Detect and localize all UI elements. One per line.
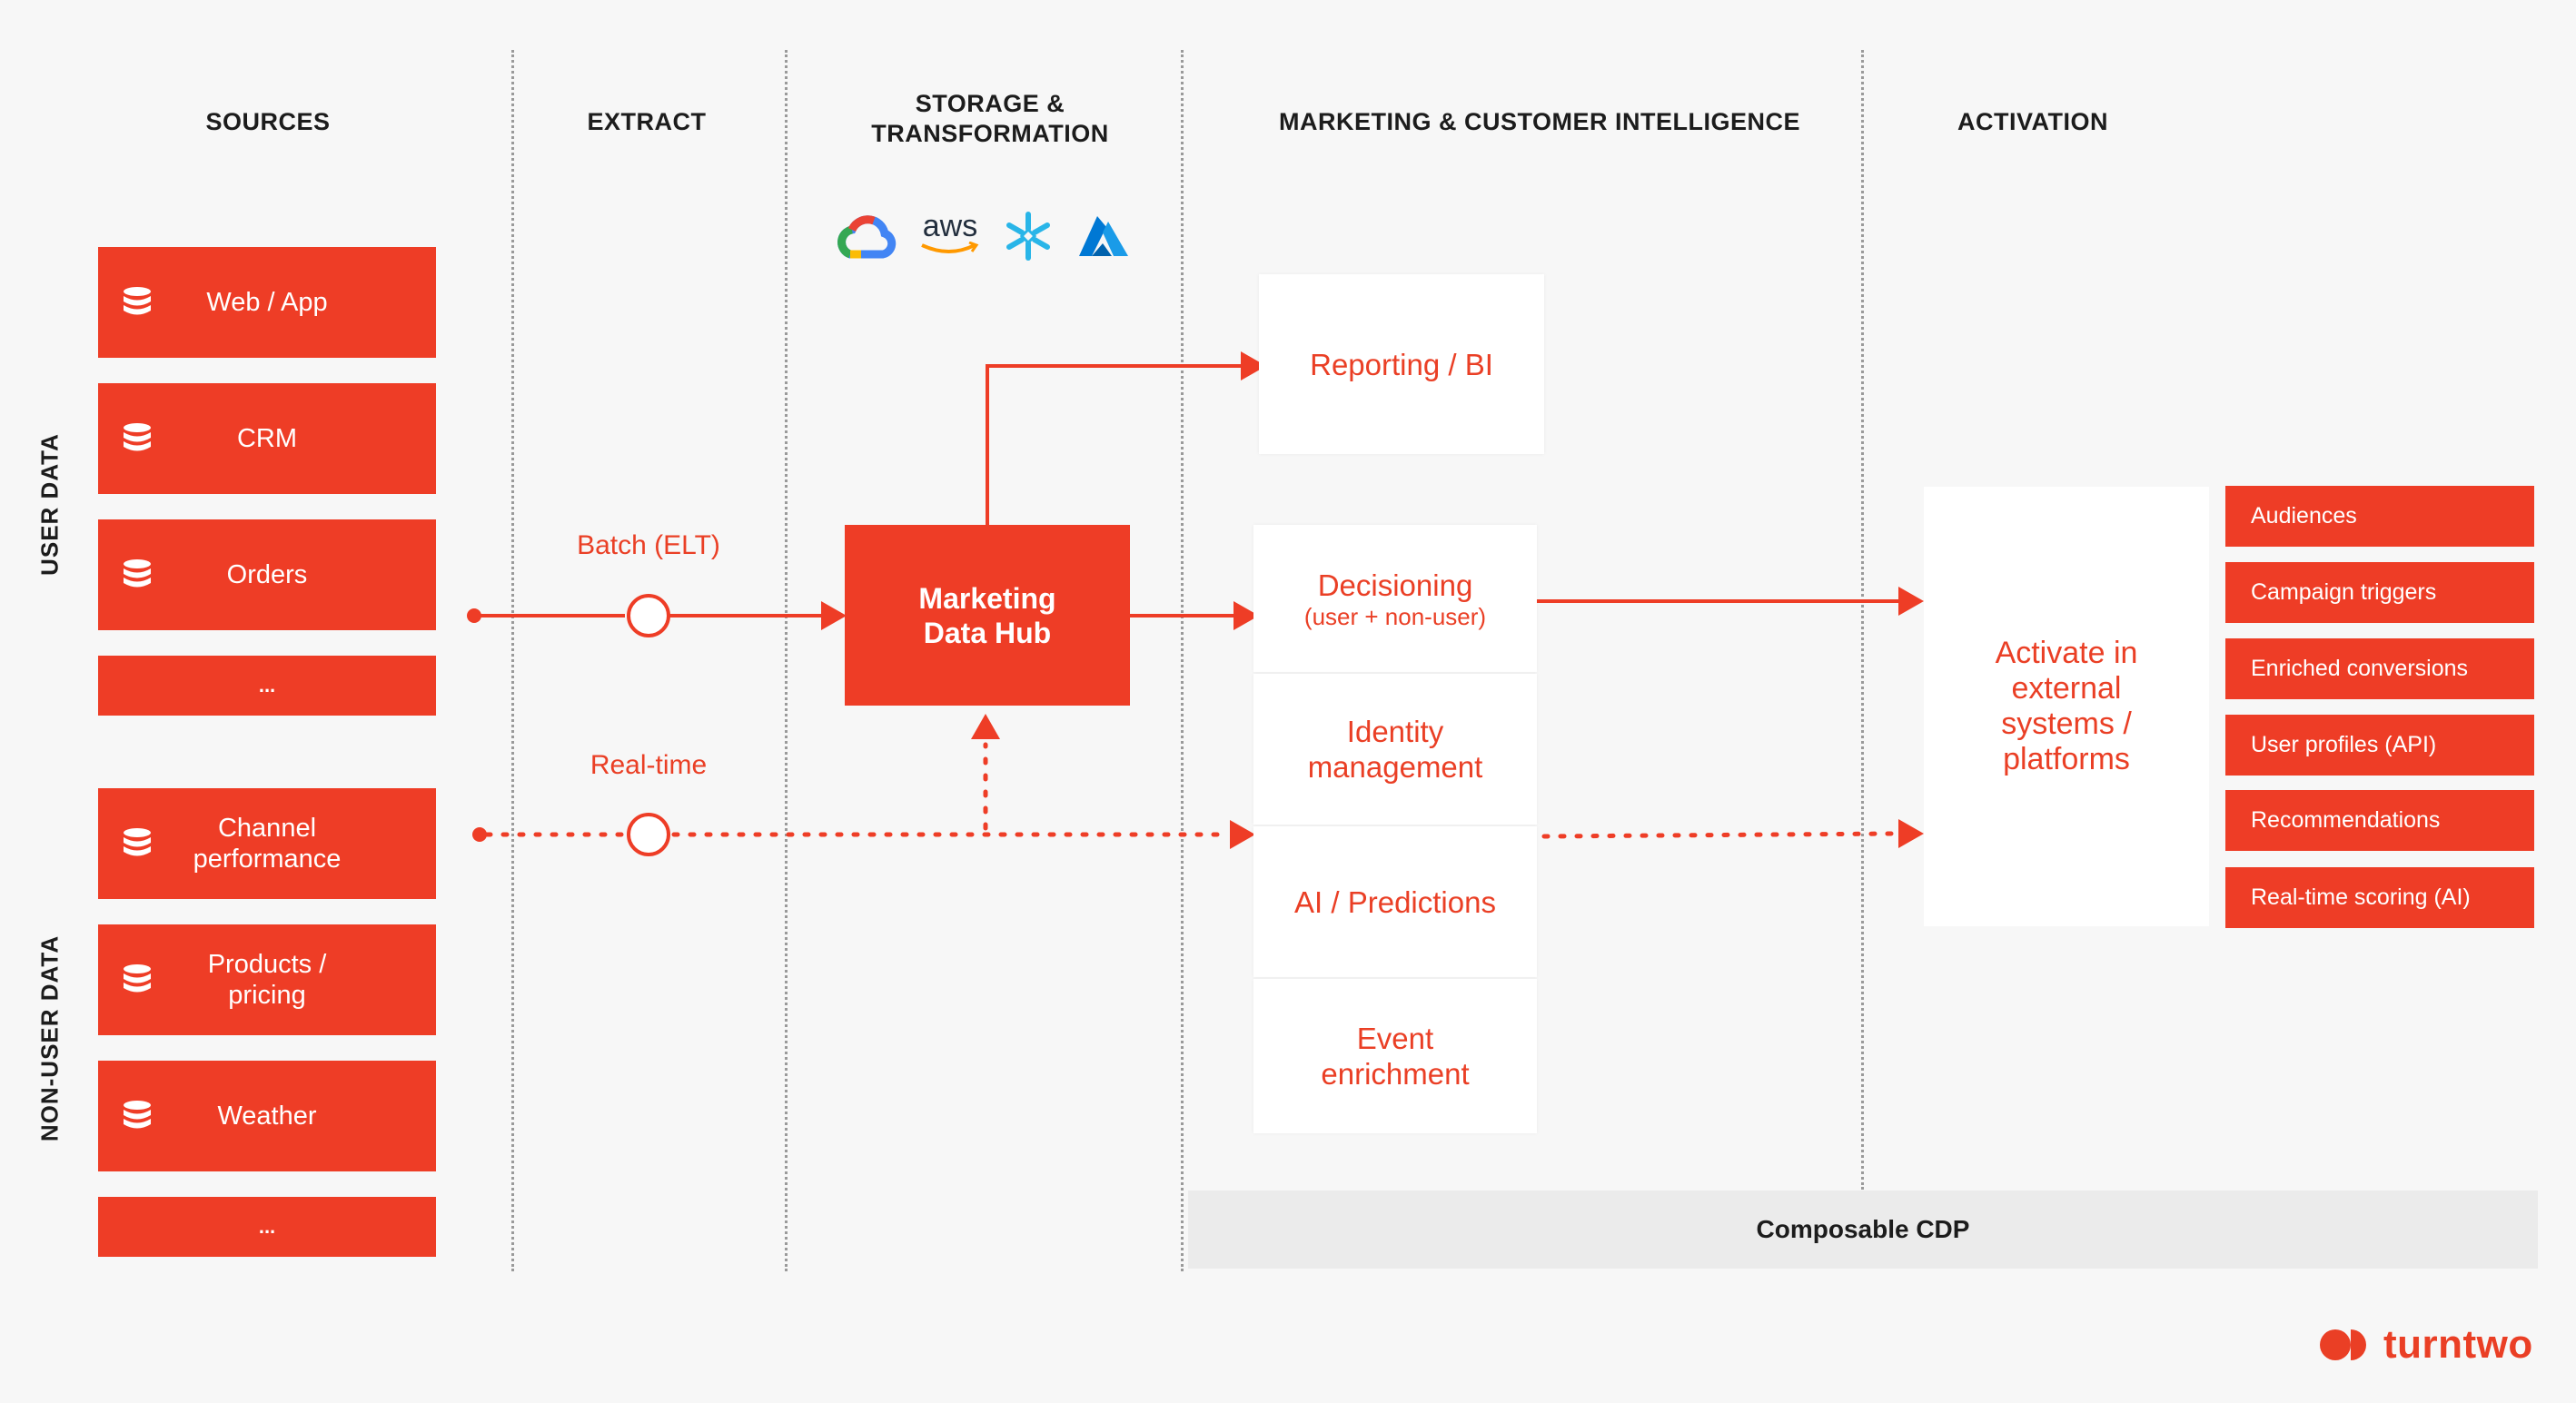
realtime-node [627,813,670,856]
activate-line1: Activate in [1995,636,2138,670]
snowflake-icon [1003,211,1054,266]
source-label: Orders [226,560,308,589]
identity-line2: management [1307,750,1483,784]
hub-to-reporting-line [986,364,1244,525]
activation-item-realtime-scoring: Real-time scoring (AI) [2225,867,2534,928]
event-enrichment-box: Event enrichment [1253,979,1537,1133]
column-header-intelligence: MARKETING & CUSTOMER INTELLIGENCE [1278,108,1800,135]
database-icon [123,422,152,462]
decisioning-box: Decisioning (user + non-user) [1253,525,1537,672]
activation-item-recommendations: Recommendations [2225,790,2534,851]
aws-wordmark: aws [922,209,978,243]
side-label-user-data: USER DATA [35,433,64,576]
source-channel-performance: Channel performance [98,788,436,899]
database-icon [123,963,152,1003]
source-crm: CRM [98,383,436,494]
source-more-user: ... [98,656,436,716]
database-icon [123,827,152,867]
composable-cdp-label: Composable CDP [1756,1215,1970,1243]
database-icon [123,558,152,598]
activate-box: Activate in external systems / platforms [1924,487,2209,926]
identity-line1: Identity [1346,715,1444,748]
azure-icon [1075,214,1130,264]
batch-node [627,594,670,637]
separator-line [1861,50,1864,1190]
decisioning-sublabel: (user + non-user) [1303,602,1487,630]
activation-item-campaign-triggers: Campaign triggers [2225,562,2534,623]
column-header-activation: ACTIVATION [1957,108,2108,135]
batch-label: Batch (ELT) [577,530,720,560]
event-line2: enrichment [1321,1057,1470,1091]
column-header-extract: EXTRACT [587,108,707,135]
activation-item-audiences: Audiences [2225,486,2534,547]
composable-cdp-band: Composable CDP [1188,1191,2538,1269]
realtime-intelligence-arrowhead [1230,820,1255,849]
ai-predictions-label: AI / Predictions [1294,884,1496,919]
source-more-non-user: ... [98,1197,436,1257]
separator-line [511,50,514,1271]
column-header-storage: STORAGE & TRANSFORMATION [845,89,1135,149]
source-web-app: Web / App [98,247,436,358]
activate-line4: platforms [2003,742,2130,776]
decisioning-label: Decisioning [1317,568,1473,602]
turntwo-logo-icon [2320,1329,2366,1360]
activate-line3: systems / [2001,706,2132,741]
source-products-pricing: Products / pricing [98,924,436,1035]
reporting-bi-label: Reporting / BI [1310,347,1493,381]
column-header-sources: SOURCES [205,108,331,135]
separator-line [1181,50,1184,1271]
identity-management-box: Identity management [1253,674,1537,825]
reporting-bi-box: Reporting / BI [1259,274,1544,454]
source-label: ... [258,1215,276,1238]
source-label: CRM [236,424,298,453]
hub-up-arrowhead [971,714,1000,739]
batch-start-dot [467,608,481,623]
source-label: Weather [217,1102,317,1131]
event-line1: Event [1356,1022,1434,1055]
database-icon [123,286,152,326]
side-label-non-user-data: NON-USER DATA [35,934,64,1142]
source-label: Products / pricing [207,950,327,1010]
realtime-start-dot [472,827,487,842]
brand-logo: turntwo [2318,1322,2533,1368]
activate-arrowhead [1898,587,1924,616]
activate-realtime-arrowhead [1898,819,1924,848]
intelligence-to-activate-line [1541,831,1897,839]
source-label: ... [258,674,276,697]
brand-name: turntwo [2383,1322,2533,1367]
marketing-data-hub: Marketing Data Hub [845,525,1130,706]
activation-item-enriched-conversions: Enriched conversions [2225,638,2534,699]
activation-item-user-profiles: User profiles (API) [2225,715,2534,776]
hub-line2: Data Hub [923,616,1052,649]
realtime-label: Real-time [590,750,708,780]
source-orders: Orders [98,519,436,630]
source-label: Channel performance [193,814,342,874]
column-header-storage-line2: TRANSFORMATION [871,120,1109,147]
activate-line2: external [2011,671,2122,706]
google-cloud-icon [837,211,897,264]
hub-line1: Marketing [918,581,1056,615]
batch-arrowhead [821,601,847,630]
database-icon [123,1100,152,1140]
ai-predictions-box: AI / Predictions [1253,826,1537,977]
column-header-storage-line1: STORAGE & [915,90,1065,117]
source-weather: Weather [98,1061,436,1171]
source-label: Web / App [206,288,328,317]
separator-line [785,50,788,1271]
aws-logo: aws [916,211,985,261]
